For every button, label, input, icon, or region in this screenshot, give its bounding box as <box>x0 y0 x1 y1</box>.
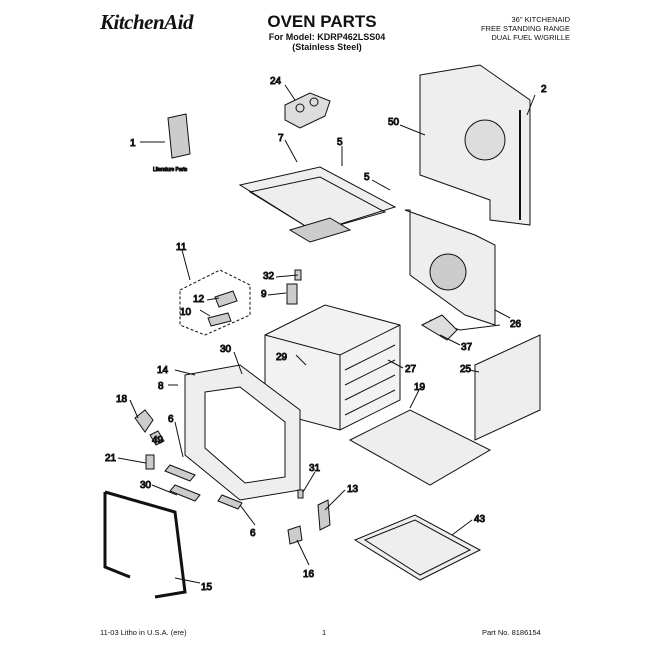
brand-logo: KitchenAid <box>100 10 194 34</box>
callout-43: 43 <box>474 514 486 525</box>
model-info: For Model: KDRP462LSS04 (Stainless Steel… <box>262 32 392 52</box>
callout-32: 32 <box>263 271 275 282</box>
callout-6b: 6 <box>250 528 256 539</box>
product-description: 36" KITCHENAID FREE STANDING RANGE DUAL … <box>420 15 570 42</box>
callout-8: 8 <box>158 381 164 392</box>
callout-29: 29 <box>276 352 288 363</box>
part-13-16-31 <box>287 489 331 545</box>
part-50-rear-panel <box>419 64 531 226</box>
callout-21: 21 <box>105 453 117 464</box>
model-sub: (Stainless Steel) <box>292 42 362 52</box>
callout-10: 10 <box>180 307 192 318</box>
small-brackets <box>134 409 243 510</box>
callout-16: 16 <box>303 569 315 580</box>
part-43-lower-rack <box>353 514 482 581</box>
part-15-gasket <box>103 490 187 599</box>
part-25-door-panel <box>474 334 541 441</box>
callout-13: 13 <box>347 484 359 495</box>
callout-labels: 24 2 1 7 5 50 5 11 32 9 12 10 26 37 30 1… <box>105 76 548 594</box>
desc-line-3: DUAL FUEL W/GRILLE <box>491 33 570 42</box>
callout-30a: 30 <box>220 344 232 355</box>
callout-49: 49 <box>152 435 164 446</box>
callout-7: 7 <box>278 133 284 144</box>
desc-line-1: 36" KITCHENAID <box>511 15 570 24</box>
model-line: For Model: KDRP462LSS04 <box>268 32 386 42</box>
callout-27: 27 <box>405 364 417 375</box>
callout-24: 24 <box>270 76 282 87</box>
callout-37: 37 <box>461 342 473 353</box>
footer-page-number: 1 <box>322 628 327 637</box>
leader-lines <box>117 84 536 584</box>
part-19-rack <box>348 409 492 486</box>
callout-14: 14 <box>157 365 169 376</box>
callout-2: 2 <box>541 84 547 95</box>
callout-15: 15 <box>201 582 213 593</box>
callout-12: 12 <box>193 294 205 305</box>
callout-30b: 30 <box>140 480 152 491</box>
literature-label: Literature Parts <box>153 167 188 173</box>
callout-50: 50 <box>388 117 400 128</box>
part-24-drawing <box>284 92 331 129</box>
desc-line-2: FREE STANDING RANGE <box>480 24 570 33</box>
part-11-group <box>179 269 251 336</box>
callout-6a: 6 <box>168 414 174 425</box>
part-14-front-frame <box>184 364 301 501</box>
part-37-bracket <box>420 314 458 341</box>
footer-part-number: Part No. 8186154 <box>482 628 541 637</box>
callout-18: 18 <box>116 394 128 405</box>
page-title: OVEN PARTS <box>267 12 377 31</box>
callout-5b: 5 <box>364 172 370 183</box>
callout-26: 26 <box>510 319 522 330</box>
callout-11: 11 <box>176 242 187 253</box>
callout-31: 31 <box>309 463 321 474</box>
callout-25: 25 <box>460 364 472 375</box>
callout-5a: 5 <box>337 137 343 148</box>
part-7-top-panel <box>238 166 397 243</box>
part-1-literature: Literature Parts <box>153 113 191 174</box>
callout-1: 1 <box>130 138 136 149</box>
part-26-side-panel <box>404 209 501 331</box>
callout-9: 9 <box>261 289 267 300</box>
footer-litho: 11-03 Litho in U.S.A. (ere) <box>100 628 187 637</box>
callout-19: 19 <box>414 382 426 393</box>
